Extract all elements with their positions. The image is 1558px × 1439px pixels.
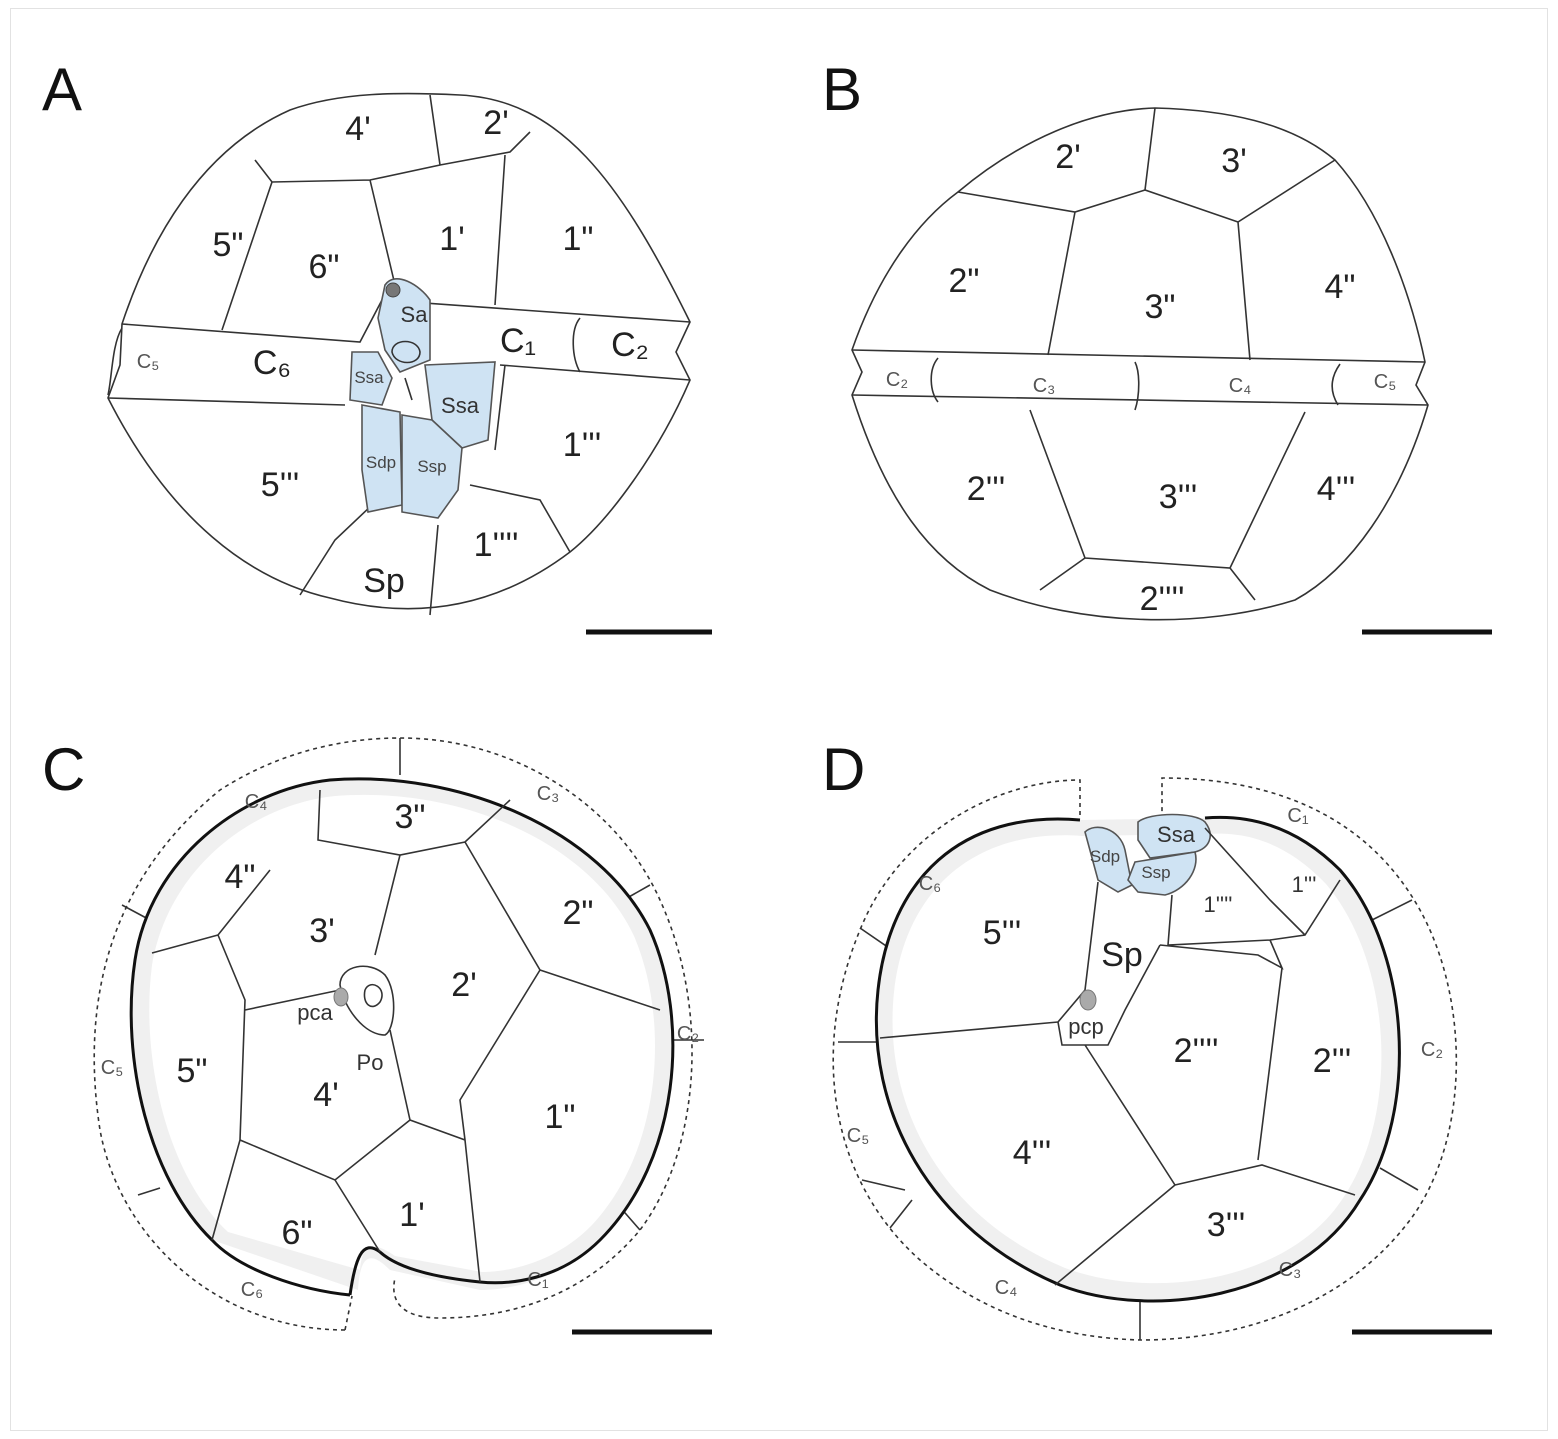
plate-3pp-label: 3" [1145,288,1176,326]
plate-4ppp-label: 4''' [1013,1134,1051,1172]
plate-c6-label: C₆ [253,344,291,382]
plate-5ppp-label: 5''' [983,914,1021,952]
plate-2prime-label: 2' [1055,138,1080,176]
plate-4prime-label: 4' [345,110,370,148]
plate-c2-label: C₂ [611,326,649,364]
plate-3prime-label: 3' [1221,142,1246,180]
plate-4pp-label: 4" [225,858,256,896]
panel-b-letter: B [822,56,862,123]
plate-3ppp-label: 3''' [1207,1206,1245,1244]
panel-b: B 2' 3' 2" 3" 4" C₂ C₃ C₄ C₅ 2''' 3''' 4… [822,56,1492,632]
plate-4ppp-label: 4''' [1317,470,1355,508]
plate-c4-label: C₄ [245,791,268,813]
plate-c4-label: C₄ [995,1277,1018,1299]
po-label: Po [357,1050,384,1075]
plate-c2-label: C₂ [1421,1039,1443,1061]
plate-1prime-label: 1' [399,1196,424,1234]
plate-ssa-label: Ssa [1157,822,1196,847]
plate-ssa-label: Ssa [441,393,480,418]
plate-3prime-label: 3' [309,912,334,950]
panel-a: A 4' 2' 5" 6" 1' 1" Sa C₁ C₂ C₆ C₅ Ssa S… [42,56,712,632]
plate-2pp-label: 2" [949,262,980,300]
pcp-label: pcp [1068,1014,1103,1039]
plate-1ppp-label: 1''' [1292,872,1317,897]
plate-2pp-label: 2" [563,894,594,932]
plate-c4-label: C₄ [1229,375,1252,397]
panel-c: C 3" 4" 3' 2" 2' pca Po 5" 4' 1" 6" 1' C… [42,736,712,1332]
plate-2pppp-label: 2'''' [1174,1032,1219,1070]
plate-sdp-label: Sdp [1090,847,1120,866]
plate-c3-label: C₃ [1033,375,1056,397]
plate-2ppp-label: 2''' [1313,1042,1351,1080]
plate-ssa-small-label: Ssa [354,368,384,387]
plate-4pp-label: 4" [1325,268,1356,306]
plate-1prime-label: 1' [439,220,464,258]
plate-c1-label: C₁ [500,322,536,360]
plate-5pp-label: 5" [177,1052,208,1090]
plate-sa-label: Sa [401,302,429,327]
plate-sdp-label: Sdp [366,453,396,472]
plate-sp-label: Sp [363,562,405,600]
plate-6pp-label: 6" [282,1214,313,1252]
plate-3pp-label: 3" [395,798,426,836]
plate-c1-label: C₁ [1287,805,1308,827]
panel-c-letter: C [42,736,85,803]
plate-5pp-label: 5" [213,226,244,264]
plate-3ppp-label: 3''' [1159,478,1197,516]
panel-d: D Sdp Ssa Ssp 5''' Sp 1'''' 1''' pcp 2''… [822,736,1492,1340]
plate-c5-label: C₅ [101,1057,124,1079]
plate-c5-label: C₅ [137,351,160,373]
plate-c2-label: C₂ [677,1023,699,1045]
panel-b-outline [852,108,1428,620]
plate-c6-label: C₆ [241,1279,264,1301]
panel-d-letter: D [822,736,865,803]
plate-sp-label: Sp [1101,936,1143,974]
panel-a-letter: A [42,56,82,123]
plate-ssp-label: Ssp [1141,863,1170,882]
plate-1pp-label: 1" [545,1098,576,1136]
plate-1pppp-label: 1'''' [474,526,519,564]
plate-4prime-label: 4' [313,1076,338,1114]
plate-2pppp-label: 2'''' [1140,580,1185,618]
plate-2prime-label: 2' [451,966,476,1004]
pca-label: pca [297,1000,333,1025]
plate-c5-label: C₅ [1374,371,1397,393]
plate-1pp-label: 1" [563,220,594,258]
plate-6pp-label: 6" [309,248,340,286]
plate-c1-label: C₁ [527,1269,548,1291]
plate-1ppp-label: 1''' [563,426,601,464]
plate-c6-label: C₆ [919,873,942,895]
plate-c3-label: C₃ [1279,1259,1302,1281]
plate-c2-label: C₂ [886,369,908,391]
plate-c3-label: C₃ [537,783,560,805]
plate-2ppp-label: 2''' [967,470,1005,508]
plate-ssp-label: Ssp [417,457,446,476]
plate-5ppp-label: 5''' [261,466,299,504]
plate-c5-label: C₅ [847,1125,870,1147]
plate-2prime-label: 2' [483,104,508,142]
plate-1pppp-label: 1'''' [1203,892,1232,917]
